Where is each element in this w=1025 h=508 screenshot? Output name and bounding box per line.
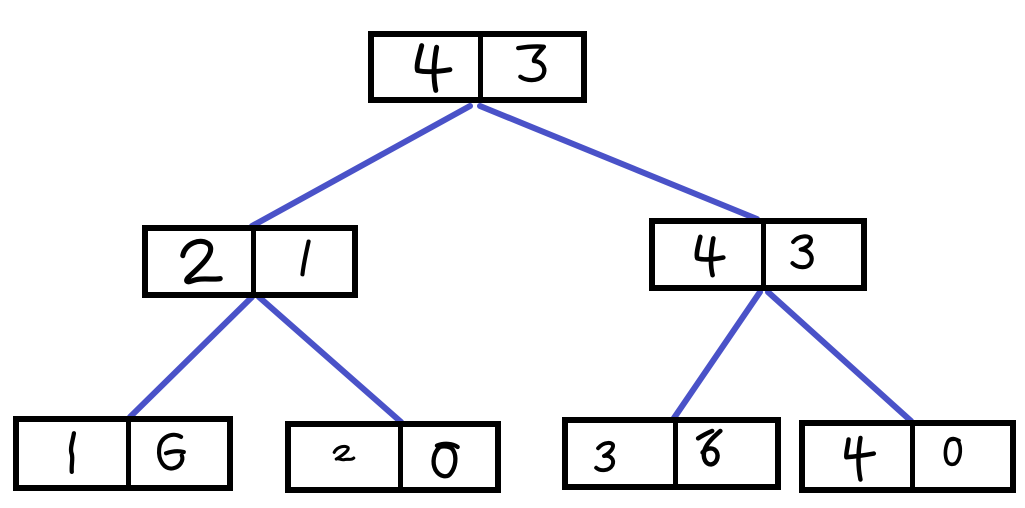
tree-node-leaf4-cell-left	[805, 426, 915, 487]
tree-node-leaf3-cell-left	[568, 423, 678, 484]
tree-node-right-cell-right	[766, 224, 861, 285]
tree-node-leaf1-cell-right	[131, 422, 227, 485]
tree-edge-right-leaf3	[671, 289, 763, 421]
tree-node-left-cell-left	[148, 231, 256, 292]
digit-four-glyph	[843, 435, 877, 482]
tree-node-root-cell-right	[483, 37, 581, 97]
tree-node-leaf3-cell-right	[678, 423, 775, 484]
tree-node-right-cell-left	[655, 224, 766, 285]
tree-node-left-cell-right	[256, 231, 352, 292]
tree-node-leaf4-cell-right	[915, 426, 1010, 487]
tree-node-leaf3	[562, 417, 781, 490]
digit-zero-glyph	[943, 436, 962, 466]
digit-three-glyph	[515, 44, 546, 83]
digit-four-glyph	[694, 234, 726, 277]
digit-six-glyph	[156, 432, 186, 470]
tree-edge-left-leaf2	[256, 294, 404, 425]
tree-node-root	[368, 31, 587, 103]
digit-one-glyph	[299, 239, 311, 276]
digit-two-glyph	[332, 444, 356, 462]
digit-zero-glyph	[430, 441, 460, 479]
tree-node-leaf1-cell-left	[19, 422, 131, 485]
digit-three-glyph	[594, 440, 615, 472]
tree-node-leaf2	[285, 421, 501, 493]
tree-edge-right-leaf4	[765, 289, 914, 424]
digit-one-glyph	[68, 430, 77, 474]
digit-four-glyph	[414, 43, 453, 93]
tree-edge-left-leaf1	[127, 294, 255, 420]
tree-edge-root-right	[477, 103, 760, 222]
tree-node-leaf2-cell-right	[403, 427, 495, 487]
tree-node-root-cell-left	[374, 37, 483, 97]
tree-node-right	[649, 218, 867, 291]
digit-two-glyph	[180, 238, 223, 284]
tree-node-leaf4	[799, 420, 1016, 493]
digit-six-glyph	[695, 428, 723, 467]
tree-node-leaf2-cell-left	[291, 427, 403, 487]
tree-node-leaf1	[13, 416, 233, 491]
tree-node-left	[142, 225, 358, 298]
tree-edge-root-left	[249, 103, 473, 229]
digit-three-glyph	[790, 233, 814, 269]
